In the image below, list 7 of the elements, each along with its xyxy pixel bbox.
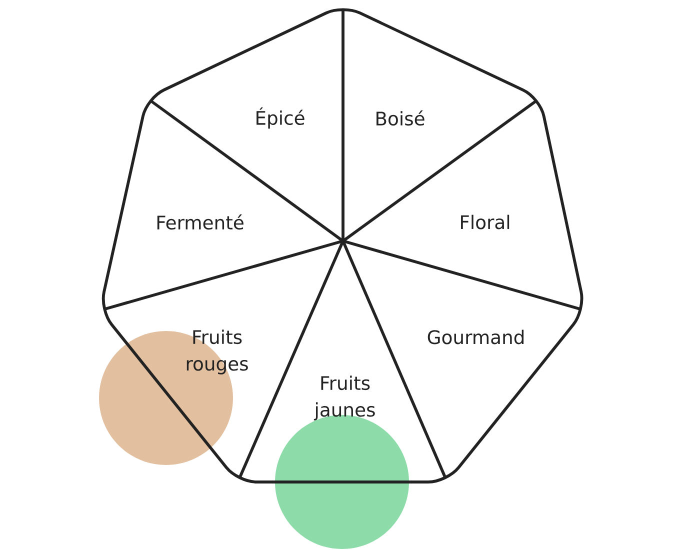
segment-label: Floral	[461, 214, 510, 230]
segment-label: Fermenté	[157, 214, 244, 230]
segment-label: Gourmand	[428, 330, 524, 344]
segment-label: Épicé	[256, 107, 304, 129]
segment-label: Fruits rouges	[186, 330, 248, 374]
segment-label: Boisé	[376, 110, 424, 126]
segment-label: Fruits jaunes	[314, 376, 375, 420]
